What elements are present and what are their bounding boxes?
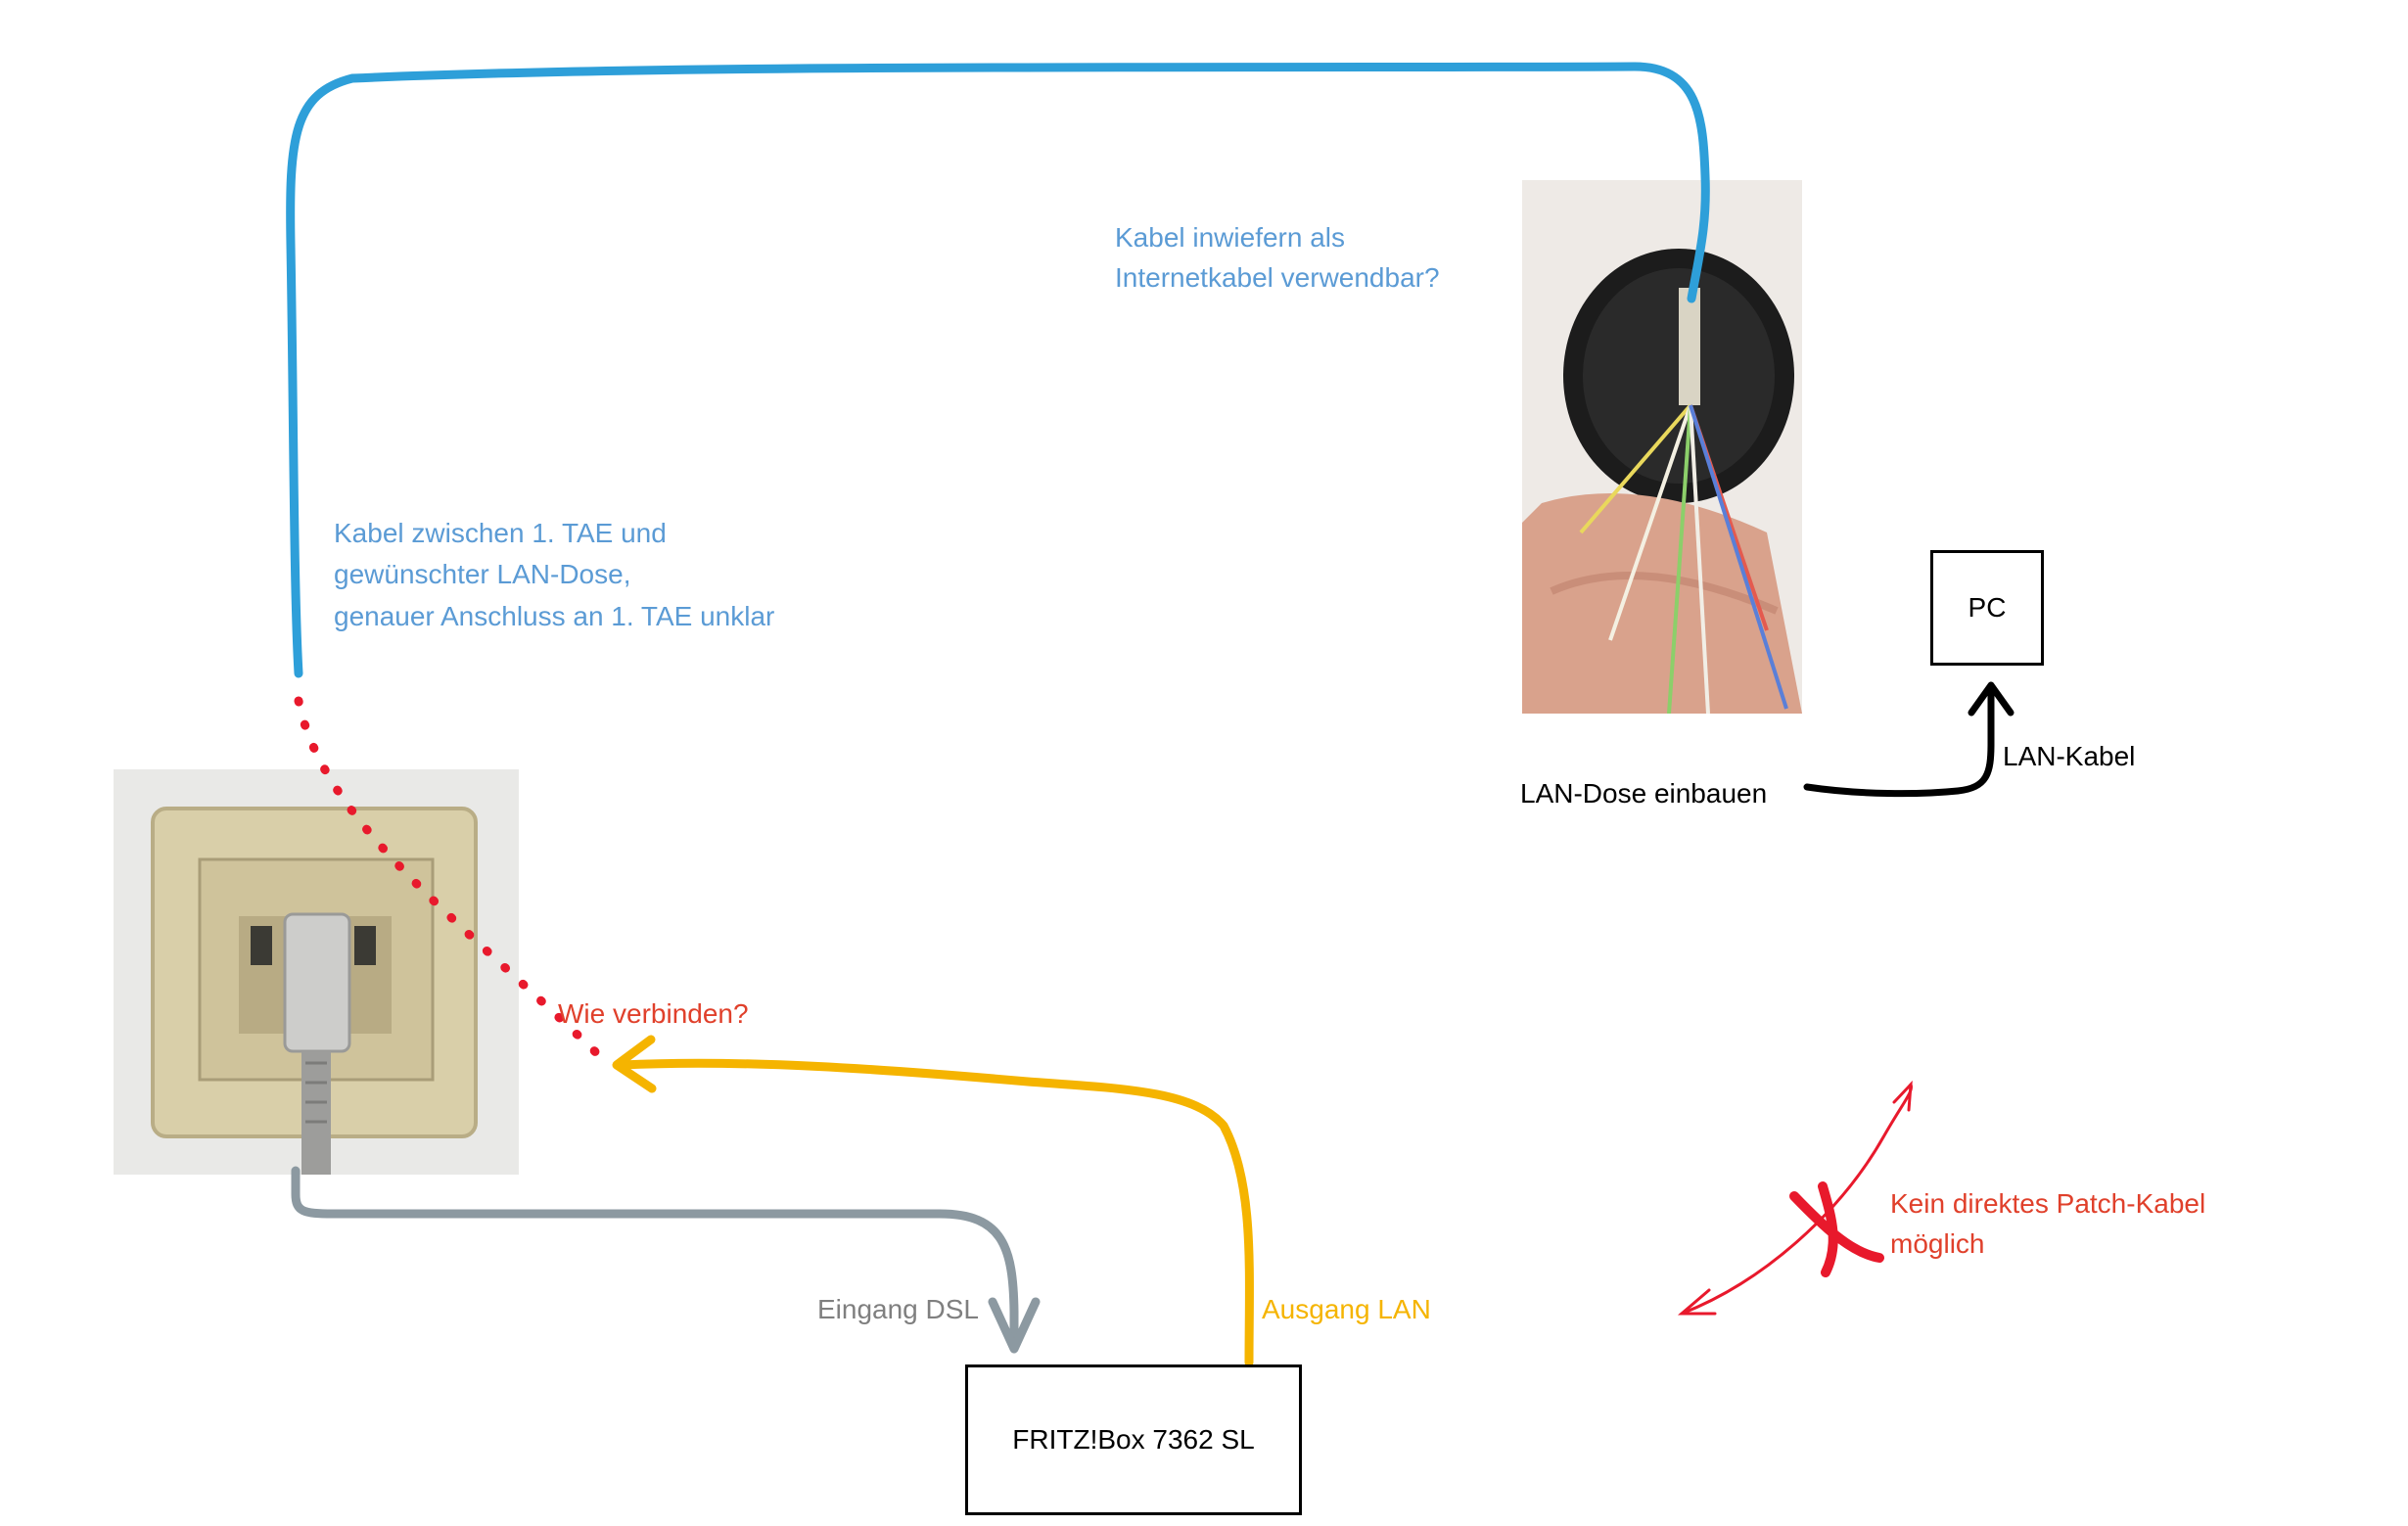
- cable-question-line-1: Kabel inwiefern als: [1115, 222, 1346, 253]
- input-dsl-label: Eingang DSL: [817, 1294, 980, 1324]
- lan-black-arrowhead: [1968, 681, 2014, 717]
- dsl-cable: [291, 1166, 1019, 1351]
- no-patch-line-2: möglich: [1890, 1228, 1985, 1259]
- patch-cross-icon: [1789, 1181, 1884, 1277]
- fritzbox-label: FRITZ!Box 7362 SL: [1012, 1424, 1255, 1455]
- patch-arrowhead-right: [1892, 1080, 1913, 1112]
- install-lan-label: LAN-Dose einbauen: [1520, 778, 1768, 809]
- patch-arrowhead-left: [1677, 1288, 1717, 1316]
- pc-box: PC: [1930, 550, 2044, 666]
- cable-between-line-3: genauer Anschluss an 1. TAE unklar: [334, 601, 775, 631]
- patch-arc: [1680, 1083, 1913, 1316]
- tae-socket-photo: [114, 769, 519, 1175]
- no-patch-line-1: Kein direktes Patch-Kabel: [1890, 1188, 2206, 1219]
- lan-yellow-arrowhead: [612, 1035, 657, 1093]
- output-lan-label: Ausgang LAN: [1262, 1294, 1431, 1324]
- lan-black-cable: [1803, 687, 1995, 798]
- dotted-link: [294, 696, 612, 1068]
- cable-question-line-2: Internetkabel verwendbar?: [1115, 262, 1440, 293]
- cable-between-line-1: Kabel zwischen 1. TAE und: [334, 518, 667, 548]
- lan-yellow-cable: [617, 1058, 1254, 1367]
- how-connect-label: Wie verbinden?: [558, 998, 749, 1029]
- dsl-arrowhead: [988, 1297, 1041, 1354]
- pc-label: PC: [1968, 592, 2007, 623]
- lan-cable-label: LAN-Kabel: [2003, 741, 2136, 771]
- blue-cable: [286, 62, 1710, 678]
- cable-between-line-2: gewünschter LAN-Dose,: [334, 559, 631, 589]
- fritzbox-box: FRITZ!Box 7362 SL: [965, 1364, 1302, 1515]
- wall-box-photo: [1522, 180, 1802, 714]
